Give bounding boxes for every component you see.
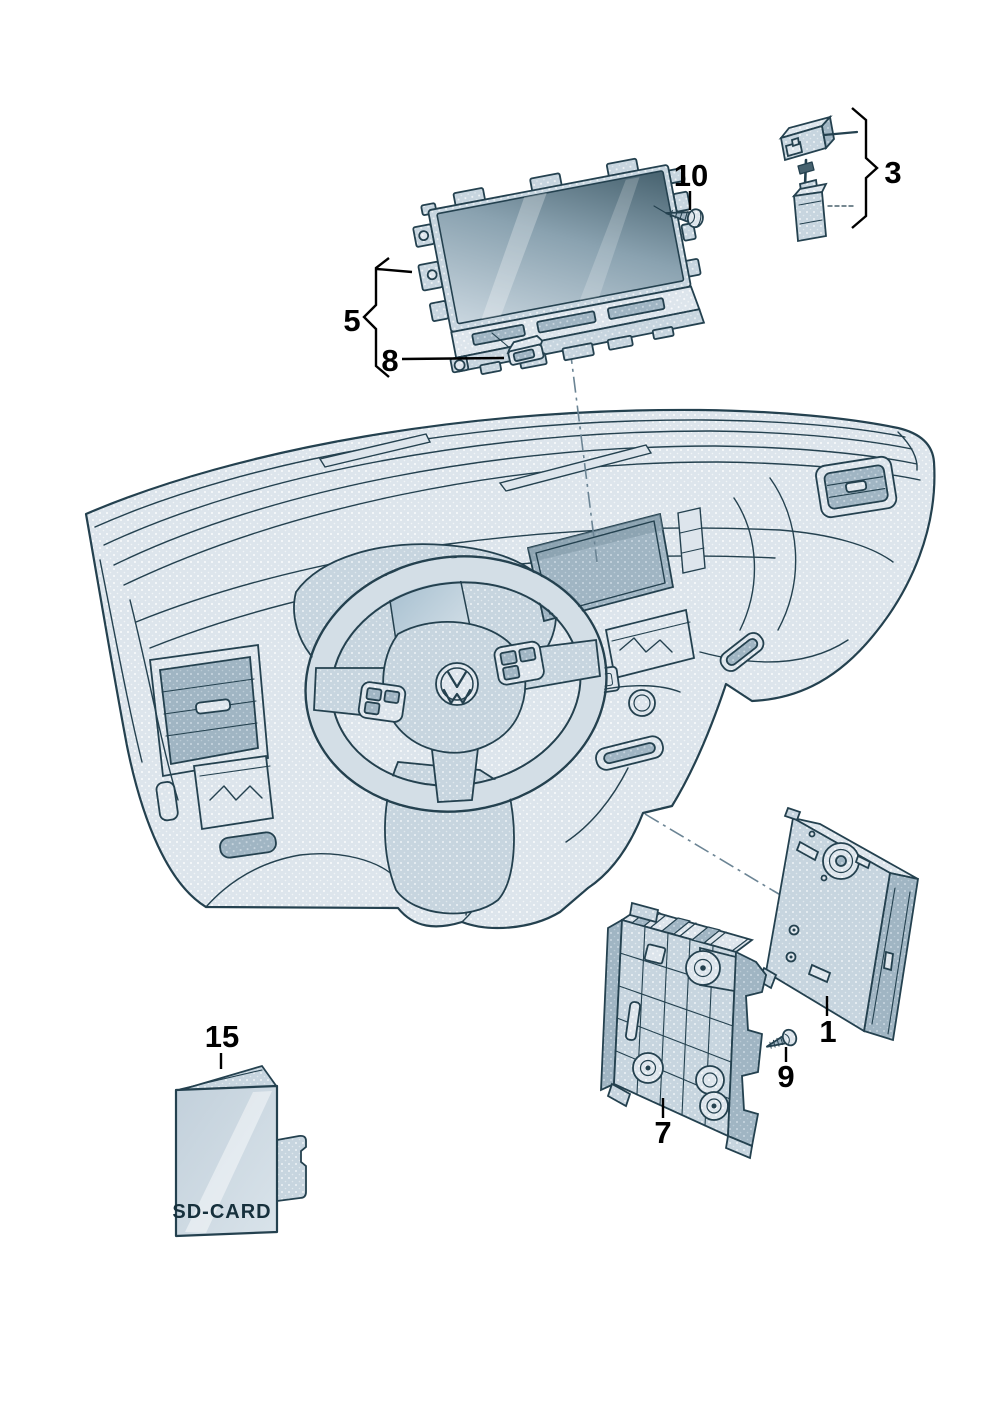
hazard-switch-column [677,507,706,574]
left-dash-creases [99,559,399,908]
bracket-rollers-bottom [695,1065,729,1121]
adapter-connector [793,190,827,243]
left-air-vent [149,643,269,778]
glovebox-handle [719,632,765,672]
dashboard-illustration [84,408,936,930]
callout-7[interactable]: 7 [654,1098,672,1150]
callout-8-label[interactable]: 8 [381,343,398,378]
bracket-stepped-flange [727,950,767,1148]
control-unit [757,806,920,1042]
display-frame-tabs [412,223,450,322]
callout-15[interactable]: 15 [205,1019,239,1069]
defroster-strip-left [318,433,432,468]
drive-spindle [822,842,860,880]
left-lower-vent [192,754,274,831]
callout-3-label[interactable]: 3 [884,155,901,190]
sd-card-assembly: SD-CARD [172,1064,307,1238]
sd-card-sleeve: SD-CARD [172,1084,279,1238]
right-dash-creases [699,477,849,663]
leader-display-to-dash [569,347,598,563]
callout-3[interactable]: 3 [851,107,902,229]
callout-9-label[interactable]: 9 [777,1059,794,1094]
bracket-grid [615,925,735,1127]
bracket-roller-top [685,950,721,986]
defroster-strip-center [498,444,653,492]
vw-logo [435,662,479,706]
bracket-roller-left [632,1052,664,1084]
screw-10 [653,205,704,229]
callout-7-label[interactable]: 7 [654,1115,671,1150]
retaining-clip [491,332,545,366]
left-lower-slot [219,831,277,859]
center-vent [604,608,696,680]
bottom-spoke [430,747,480,803]
sd-card-label: SD-CARD [172,1201,271,1223]
left-spoke-buttons [357,681,407,723]
callout-10-label[interactable]: 10 [674,158,708,193]
mounting-bracket-housing [600,901,767,1160]
callout-10[interactable]: 10 [674,158,708,210]
callout-5-label[interactable]: 5 [343,303,360,338]
micro-sd-card [276,1134,307,1203]
right-air-vent [815,455,898,519]
steering-wheel [304,555,608,813]
callout-1[interactable]: 1 [819,996,837,1049]
callout-15-label[interactable]: 15 [205,1019,239,1054]
right-spoke-buttons [493,640,545,686]
callout-9[interactable]: 9 [777,1047,795,1094]
callout-1-label[interactable]: 1 [819,1014,836,1049]
callout-5[interactable]: 5 [343,257,413,378]
antenna-adapter-assembly [778,115,859,243]
callout-8[interactable]: 8 [381,343,505,378]
left-edge-slot [155,781,179,822]
bracket-top-tab [628,901,660,924]
screw-9 [765,1028,798,1049]
ferrite-bead [797,161,815,175]
display-unit [412,157,706,375]
